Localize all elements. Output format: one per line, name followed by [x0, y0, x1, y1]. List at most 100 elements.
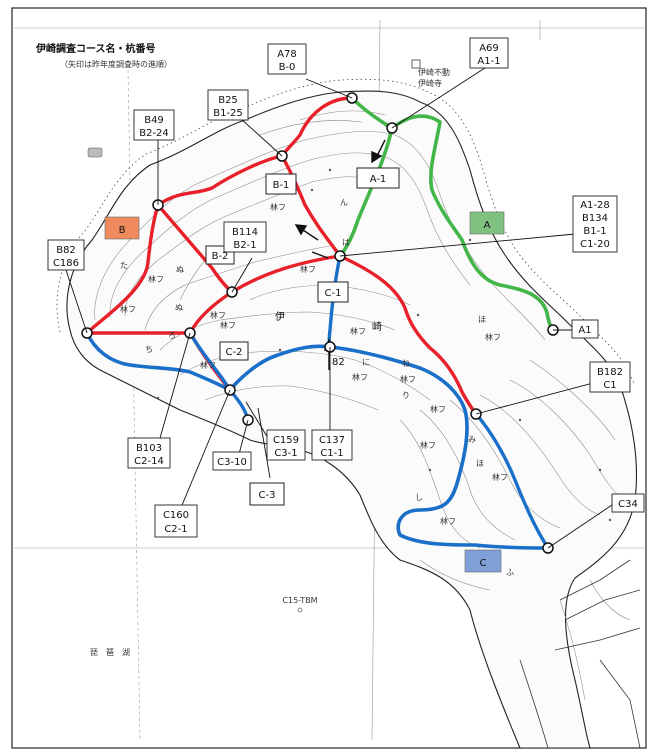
- route-label: C-2: [226, 347, 243, 358]
- callout-a78-l1: A78: [277, 49, 297, 60]
- forest-marks: 林フ 林フ 林フ 林フ 林フ 林フ 林フ 林フ 林フ 林フ 林フ 林フ 林フ 林…: [120, 202, 508, 526]
- forest-mark: 林フ: [270, 202, 286, 212]
- course-box-b-label: B: [119, 225, 126, 236]
- map-letter: ぬ: [175, 303, 183, 312]
- map-letter: り: [402, 391, 410, 400]
- map-letter: に: [362, 358, 370, 367]
- forest-mark: 林フ: [120, 304, 136, 314]
- callout-b103-l2: C2-14: [134, 456, 164, 467]
- forest-mark: 林フ: [200, 360, 216, 370]
- map-letter: ん: [340, 198, 348, 207]
- forest-mark: 林フ: [210, 310, 226, 320]
- leader-lines: [65, 65, 613, 549]
- callout-c310: C3-10: [217, 457, 247, 468]
- callout-b49-l1: B49: [144, 115, 164, 126]
- route-b2-west: [156, 203, 234, 294]
- temple-icon: [411, 59, 421, 69]
- route-b-line: [85, 96, 354, 335]
- map-letter: た: [120, 261, 128, 270]
- map-letter: ね: [402, 359, 410, 368]
- callout-a78-l2: B-0: [279, 62, 296, 73]
- callout-b114-l2: B2-1: [233, 240, 256, 251]
- map-dots: [156, 168, 612, 522]
- map-letter: ろ: [168, 331, 176, 340]
- callout-b25-l1: B25: [218, 95, 238, 106]
- map-letter: し: [415, 493, 423, 502]
- callout-a69-l2: A1-1: [477, 56, 500, 67]
- temple-label-2: 伊崎寺: [418, 78, 442, 88]
- route-c-east: [474, 412, 550, 550]
- forest-mark: 林フ: [485, 332, 501, 342]
- shoreline-dots: [56, 78, 635, 385]
- callout-c160-l1: C160: [163, 510, 189, 521]
- route-labels: A-1 B-1 B-2 C-1 C-2 C-3: [212, 174, 387, 501]
- callout-c137-l2: C1-1: [320, 448, 343, 459]
- callout-a128-l4: C1-20: [580, 239, 610, 250]
- route-label: C-1: [325, 288, 342, 299]
- forest-mark: 林フ: [220, 320, 236, 330]
- forest-mark: 林フ: [300, 264, 316, 274]
- callout-c137-l1: C137: [319, 435, 345, 446]
- callout-b182-l1: B182: [597, 367, 623, 378]
- roads: [519, 559, 641, 749]
- grey-marker: [87, 147, 103, 158]
- route-label-boxes: [205, 167, 400, 506]
- map-letters: は ほ ち た ぬ ぬ ろ に ね み ほ し ふ り ん: [120, 198, 514, 577]
- callout-c34: C34: [618, 499, 638, 510]
- forest-mark: 林フ: [400, 374, 416, 384]
- bench-mark-label: C15-TBM: [282, 596, 317, 605]
- forest-mark: 林フ: [430, 404, 446, 414]
- temple-label-1: 伊崎不動: [418, 67, 450, 77]
- callout-a128-l3: B1-1: [583, 226, 606, 237]
- callout-b49-l2: B2-24: [139, 128, 169, 139]
- map-letter: ふ: [506, 568, 514, 577]
- forest-mark: 林フ: [440, 516, 456, 526]
- lake-text: 琵 琶 湖: [90, 648, 130, 657]
- callout-boxes: [47, 37, 645, 538]
- map-letter: ほ: [476, 459, 484, 468]
- map-title: 伊崎調査コース名・杭番号: [35, 42, 156, 55]
- callout-b82-l2: C186: [53, 258, 79, 269]
- course-box-c-label: C: [480, 558, 487, 569]
- route-b-east: [338, 254, 478, 416]
- place-name-char-2: 崎: [372, 320, 382, 333]
- place-name-char-1: 伊: [275, 311, 285, 323]
- route-b1: [280, 154, 342, 258]
- map-letter: ち: [145, 345, 153, 354]
- callout-c159-l2: C3-1: [274, 448, 297, 459]
- course-box-c: [464, 549, 502, 573]
- callout-a1: A1: [578, 325, 591, 336]
- callout-b182-l2: C1: [603, 380, 616, 391]
- forest-mark: 林フ: [352, 372, 368, 382]
- route-a-branch: [338, 126, 394, 258]
- route-label: C-3: [259, 490, 276, 501]
- course-boxes: B A C: [104, 211, 505, 573]
- course-box-b: [104, 216, 140, 240]
- map-letter: ほ: [478, 315, 486, 324]
- course-box-a-label: A: [484, 220, 491, 231]
- callout-b82-l1: B82: [56, 245, 76, 256]
- forest-mark: 林フ: [148, 274, 164, 284]
- callout-c159-l1: C159: [273, 435, 299, 446]
- elevation-mark: 82: [332, 357, 345, 368]
- nodes: [81, 92, 559, 554]
- callout-b25-l2: B1-25: [213, 108, 243, 119]
- course-box-a: [469, 211, 505, 235]
- bench-mark-icon: [297, 607, 303, 613]
- forest-mark: 林フ: [350, 326, 366, 336]
- map-letter: は: [342, 238, 350, 247]
- callout-b103-l1: B103: [136, 443, 162, 454]
- node-a1-28: [334, 250, 346, 262]
- map-letter: み: [468, 435, 476, 444]
- forest-mark: 林フ: [492, 472, 508, 482]
- callout-a69-l1: A69: [479, 43, 499, 54]
- callout-c160-l2: C2-1: [164, 524, 187, 535]
- map-subtitle: （矢印は昨年度調査時の進順）: [60, 59, 172, 69]
- callout-a128-l2: B134: [582, 213, 608, 224]
- callout-b114-l1: B114: [232, 227, 258, 238]
- callout-a128-l1: A1-28: [580, 200, 610, 211]
- route-label: B-2: [212, 251, 229, 262]
- route-c-line: [85, 331, 550, 550]
